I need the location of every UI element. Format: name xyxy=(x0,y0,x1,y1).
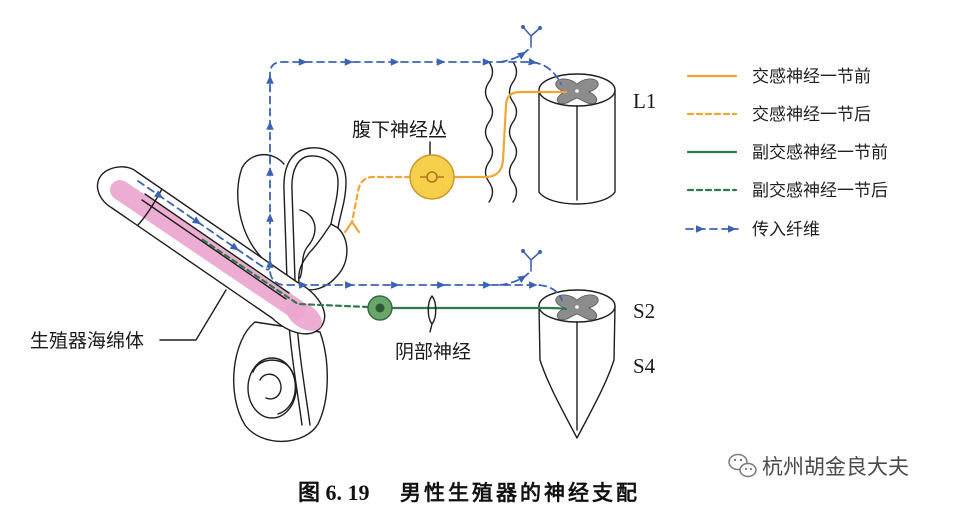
sympathetic-nerves xyxy=(343,90,568,234)
parasympathetic-nerves xyxy=(198,236,568,333)
afferent-fibers xyxy=(137,25,563,301)
caption-title: 男性生殖器的神经支配 xyxy=(400,481,640,505)
afferent-arrowhead xyxy=(191,216,202,225)
vas-deferens-outer xyxy=(283,147,347,426)
afferent-ending-lower-dot-left xyxy=(521,249,525,253)
caption-figure-number: 图 6. 19 xyxy=(298,480,370,505)
wechat-icon xyxy=(728,453,757,478)
parasympathetic-preganglionic-fiber xyxy=(390,306,568,311)
label-s4: S4 xyxy=(633,354,656,378)
sympathetic-postganglionic-fiber xyxy=(350,175,412,224)
pudendal-nerve-bundle xyxy=(427,295,437,333)
afferent-arrowhead xyxy=(266,213,274,222)
sympathetic-trunk xyxy=(484,61,518,203)
legend-item: 交感神经一节后 xyxy=(686,105,871,125)
urethra-upper-wall xyxy=(144,193,290,294)
legend-item: 副交感神经一节前 xyxy=(686,143,888,163)
watermark: 杭州胡金良大夫 xyxy=(728,453,911,481)
label-s2: S2 xyxy=(633,299,655,323)
corpus-cavernosum-bulb xyxy=(285,301,323,331)
afferent-ending-lower-dot-right xyxy=(538,250,542,254)
legend-label: 副交感神经一节前 xyxy=(752,143,888,163)
hypogastric-plexus-ganglion xyxy=(409,154,455,200)
spinal-cord-l1 xyxy=(538,73,616,205)
vas-deferens-inner xyxy=(291,155,339,426)
afferent-arrowhead xyxy=(436,58,446,66)
sympathetic-trunk-right xyxy=(508,61,518,203)
parasympathetic-postganglionic-fiber xyxy=(198,236,370,309)
afferent-arrowhead xyxy=(229,242,239,251)
afferent-ascending-branch-upper xyxy=(499,45,532,63)
afferent-ending-lower xyxy=(522,250,541,272)
urethra-lower-wall xyxy=(141,199,287,300)
label-pudendal-nerve: 阴部神经 xyxy=(395,341,471,363)
spinal-cord-l1-central-canal xyxy=(575,89,579,93)
afferent-arrowhead xyxy=(298,58,308,66)
afferent-ending-upper-dot-left xyxy=(521,25,525,29)
afferent-arrowhead xyxy=(517,51,527,60)
label-l1: L1 xyxy=(633,89,656,113)
legend-label: 交感神经一节后 xyxy=(752,105,871,125)
afferent-arrowhead xyxy=(483,281,492,289)
afferent-fiber-to-l1 xyxy=(137,61,562,271)
label-corpus-cavernosum: 生殖器海绵体 xyxy=(30,330,144,352)
glans-corona xyxy=(137,188,163,226)
afferent-arrowhead xyxy=(517,275,527,284)
afferent-ending-upper-dot-right xyxy=(538,26,542,30)
legend-item: 副交感神经一节后 xyxy=(686,181,888,201)
legend: 交感神经一节前 交感神经一节后 副交感神经一节前 副交感神经一节后 传入纤维 xyxy=(685,67,888,240)
watermark-text: 杭州胡金良大夫 xyxy=(762,455,909,479)
bladder-outline xyxy=(237,154,285,259)
afferent-arrowhead xyxy=(528,57,538,66)
afferent-arrowhead xyxy=(391,281,400,289)
pelvic-ganglion-core xyxy=(375,303,385,313)
spinal-cord-sacral xyxy=(538,289,616,439)
afferent-fiber-to-s2 xyxy=(269,271,563,301)
prostate-lobe-outline xyxy=(299,209,316,279)
afferent-arrowhead xyxy=(266,121,274,130)
afferent-arrowhead xyxy=(728,225,737,233)
legend-item: 交感神经一节前 xyxy=(686,67,871,87)
afferent-arrowhead xyxy=(266,75,274,84)
epididymis xyxy=(252,359,297,415)
afferent-arrowhead xyxy=(529,281,538,289)
afferent-arrowhead xyxy=(482,58,492,66)
legend-label: 交感神经一节前 xyxy=(752,67,871,87)
figure-caption: 图 6. 19 男性生殖器的神经支配 xyxy=(298,480,640,505)
sympathetic-trunk-left xyxy=(484,61,494,203)
afferent-ascending-branch-lower xyxy=(499,269,532,286)
afferent-arrowhead xyxy=(153,190,164,199)
afferent-arrowhead xyxy=(344,58,354,66)
sympathetic-postganglionic-terminal xyxy=(343,220,361,234)
legend-label: 传入纤维 xyxy=(752,220,820,240)
afferent-arrowhead xyxy=(696,225,705,233)
afferent-arrowhead xyxy=(266,167,274,176)
afferent-arrowhead xyxy=(345,281,354,289)
legend-label: 副交感神经一节后 xyxy=(752,181,888,201)
afferent-arrowhead xyxy=(437,281,446,289)
afferent-ending-upper xyxy=(522,26,541,48)
corpus-cavernosum-leader xyxy=(159,289,227,341)
testis-inner-detail xyxy=(259,373,282,400)
afferent-arrowhead xyxy=(390,58,400,66)
male-genital-anatomy xyxy=(96,147,348,443)
afferent-arrowhead xyxy=(266,259,274,268)
legend-item: 传入纤维 xyxy=(685,220,820,240)
label-hypogastric-plexus: 腹下神经丛 xyxy=(352,119,447,141)
afferent-arrowhead xyxy=(299,281,308,289)
spinal-cord-s2-central-canal xyxy=(575,305,579,309)
sympathetic-preganglionic-fiber xyxy=(452,90,568,179)
